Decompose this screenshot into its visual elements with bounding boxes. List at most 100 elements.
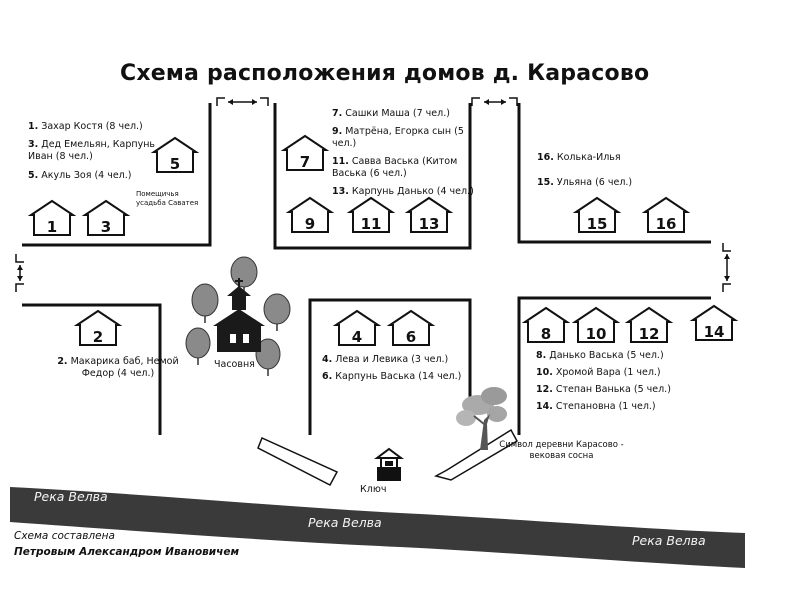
resident-name: Степановна (1 чел.) bbox=[555, 401, 656, 412]
exit-bracket-top-right-b bbox=[509, 97, 518, 106]
house-icon: 15 bbox=[572, 196, 622, 233]
house-number-label: 15. bbox=[537, 177, 554, 188]
resident-line: 15. Ульяна (6 чел.) bbox=[537, 177, 632, 189]
house-outline bbox=[81, 199, 131, 236]
resident-line: 3. Дед Емельян, Карпунь Иван (8 чел.) bbox=[28, 139, 158, 163]
house-outline bbox=[571, 306, 621, 343]
house-number: 16 bbox=[656, 215, 677, 233]
house-icon: 9 bbox=[285, 196, 335, 233]
resident-name: Макарика баб, Немой Федор (4 чел.) bbox=[70, 356, 179, 379]
wall-top-left bbox=[22, 103, 212, 247]
house-icon: 2 bbox=[73, 309, 123, 346]
house-icon: 16 bbox=[641, 196, 691, 233]
house-number: 2 bbox=[93, 328, 103, 346]
house-number: 10 bbox=[586, 325, 607, 343]
spring-label: Ключ bbox=[360, 484, 387, 495]
house-number: 7 bbox=[300, 153, 310, 171]
pine-tree-icon bbox=[456, 387, 507, 450]
credit-line: Схема составлена bbox=[14, 530, 115, 542]
house-number-label: 13. bbox=[332, 186, 349, 197]
resident-name: Колька-Илья bbox=[556, 152, 621, 163]
house-number: 12 bbox=[639, 325, 660, 343]
street-walls bbox=[22, 103, 711, 435]
resident-name: Акуль Зоя (4 чел.) bbox=[41, 170, 132, 181]
wall-bottom-middle bbox=[308, 298, 472, 435]
resident-line: 13. Карпунь Данько (4 чел.) bbox=[332, 186, 474, 198]
resident-name: Степан Ванька (5 чел.) bbox=[555, 384, 671, 395]
house-icon: 14 bbox=[689, 304, 739, 341]
house-number-label: 14. bbox=[536, 401, 553, 412]
resident-name: Лева и Левика (3 чел.) bbox=[335, 354, 449, 365]
house-number-label: 9. bbox=[332, 126, 343, 137]
house-icon: 12 bbox=[624, 306, 674, 343]
house-icon: 7 bbox=[280, 134, 330, 171]
house-number-label: 3. bbox=[28, 139, 39, 150]
wall-top-right bbox=[517, 103, 711, 244]
exit-bracket-top-left-a bbox=[216, 97, 225, 106]
house-icon: 10 bbox=[571, 306, 621, 343]
house-outline bbox=[150, 136, 200, 173]
lane-arrow-right bbox=[433, 428, 519, 481]
house-outline bbox=[27, 199, 77, 236]
resident-line: 16. Колька-Илья bbox=[537, 152, 621, 164]
house-number-label: 16. bbox=[537, 152, 554, 163]
chapel-group bbox=[185, 256, 291, 376]
resident-name: Савва Васька (Китом Васька (6 чел.) bbox=[332, 156, 458, 179]
house-outline bbox=[386, 309, 436, 346]
resident-line: 4. Лева и Левика (3 чел.) bbox=[322, 354, 448, 366]
resident-line: 7. Сашки Маша (7 чел.) bbox=[332, 108, 450, 120]
wall-bottom-right bbox=[517, 296, 711, 435]
lane-arrows bbox=[257, 428, 519, 487]
resident-name: Дед Емельян, Карпунь Иван (8 чел.) bbox=[28, 139, 156, 162]
house-number: 3 bbox=[101, 218, 111, 236]
house-icon: 6 bbox=[386, 309, 436, 346]
exit-bracket-top-left-b bbox=[260, 97, 269, 106]
resident-name: Захар Костя (8 чел.) bbox=[41, 121, 143, 132]
house-number: 8 bbox=[541, 325, 551, 343]
house-outline bbox=[280, 134, 330, 171]
house-number: 13 bbox=[419, 215, 440, 233]
river-label: Река Велва bbox=[632, 533, 706, 548]
house-icon: 1 bbox=[27, 199, 77, 236]
house-outline bbox=[73, 309, 123, 346]
river-label: Река Велва bbox=[34, 489, 108, 504]
exit-bracket-top-right-a bbox=[471, 97, 480, 106]
house-number: 15 bbox=[587, 215, 608, 233]
house-number: 6 bbox=[406, 328, 416, 346]
house-icon: 4 bbox=[332, 309, 382, 346]
house-icon: 5 bbox=[150, 136, 200, 173]
house-number-label: 6. bbox=[322, 371, 333, 382]
wall-bottom-left bbox=[22, 303, 162, 435]
resident-name: Данько Васька (5 чел.) bbox=[549, 350, 664, 361]
house-outline bbox=[521, 306, 571, 343]
river-band bbox=[10, 487, 745, 568]
resident-line: 11. Савва Васька (Китом Васька (6 чел.) bbox=[332, 156, 467, 180]
house-number: 14 bbox=[704, 323, 725, 341]
estate-note: Помещичья усадьба Саватея bbox=[136, 190, 199, 207]
house-outline bbox=[641, 196, 691, 233]
house-number-label: 11. bbox=[332, 156, 349, 167]
house-number-label: 10. bbox=[536, 367, 553, 378]
wall-top-middle bbox=[273, 103, 472, 250]
exit-bracket-right-b bbox=[722, 283, 731, 292]
chapel-icon bbox=[213, 278, 265, 352]
resident-name: Матрёна, Егорка сын (5 чел.) bbox=[332, 126, 464, 149]
house-icon: 8 bbox=[521, 306, 571, 343]
resident-name: Сашки Маша (7 чел.) bbox=[345, 108, 450, 119]
house-outline bbox=[689, 304, 739, 341]
house-outline bbox=[285, 196, 335, 233]
well-icon bbox=[374, 447, 404, 481]
house-number-label: 1. bbox=[28, 121, 39, 132]
house-number-label: 12. bbox=[536, 384, 553, 395]
house-outline bbox=[624, 306, 674, 343]
house-number-label: 4. bbox=[322, 354, 333, 365]
house-icon: 13 bbox=[404, 196, 454, 233]
house-outline bbox=[346, 196, 396, 233]
house-number: 5 bbox=[170, 155, 180, 173]
resident-line: 8. Данько Васька (5 чел.) bbox=[536, 350, 664, 362]
house-number: 9 bbox=[305, 215, 315, 233]
house-outline bbox=[332, 309, 382, 346]
